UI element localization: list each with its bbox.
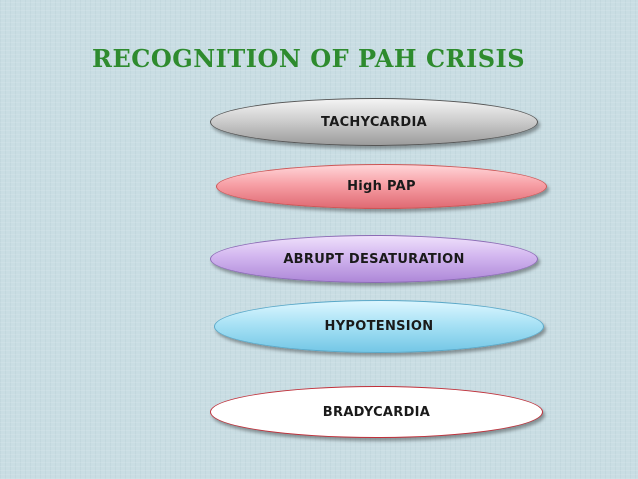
ellipse-label: HYPOTENSION [324, 319, 434, 334]
slide-title: RECOGNITION OF PAH CRISIS [92, 44, 526, 73]
ellipse-label: High PAP [347, 179, 416, 194]
ellipse-high-pap: High PAP [216, 164, 547, 209]
ellipse-label: TACHYCARDIA [321, 114, 427, 130]
ellipse-label: BRADYCARDIA [322, 404, 431, 420]
ellipse-hypotension: HYPOTENSION [214, 300, 544, 353]
ellipse-bradycardia: BRADYCARDIA [210, 386, 543, 438]
ellipse-abrupt-desaturation: ABRUPT DESATURATION [210, 235, 538, 283]
ellipse-label: ABRUPT DESATURATION [283, 251, 465, 267]
ellipse-tachycardia: TACHYCARDIA [210, 98, 538, 146]
